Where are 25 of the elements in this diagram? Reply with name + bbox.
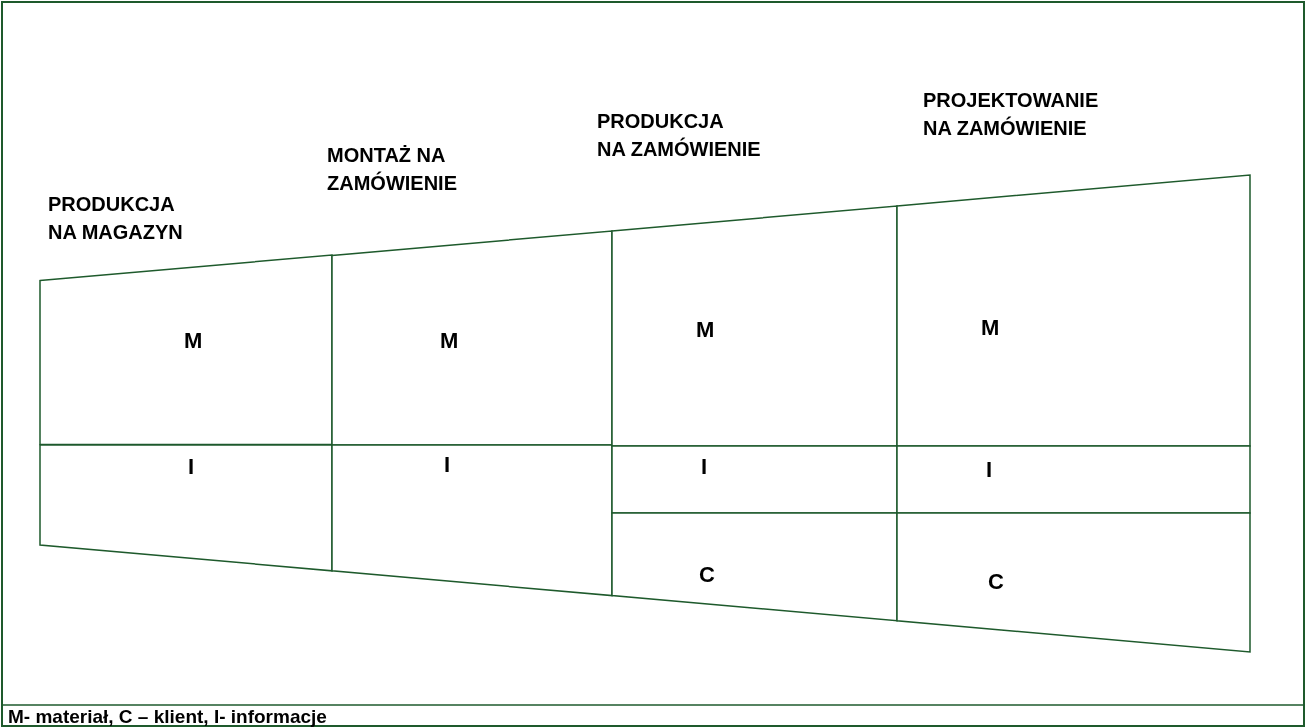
legend-note: M- materiał, C – klient, I- informacje bbox=[8, 706, 327, 727]
material-cell bbox=[40, 255, 332, 445]
cell-letter: I bbox=[986, 459, 993, 481]
cell-letter: C bbox=[699, 564, 715, 586]
information-cell bbox=[612, 446, 897, 513]
information-cell bbox=[897, 446, 1250, 513]
column-heading: PROJEKTOWANIE NA ZAMÓWIENIE bbox=[923, 88, 1099, 141]
client-cell bbox=[897, 513, 1250, 652]
cell-letter: M bbox=[981, 317, 1000, 339]
cell-letter: I bbox=[444, 454, 451, 476]
material-cell bbox=[332, 230, 612, 445]
information-cell bbox=[332, 445, 612, 596]
material-cell bbox=[897, 175, 1250, 446]
cell-letter: M bbox=[184, 330, 203, 352]
information-cell bbox=[40, 445, 332, 571]
column-heading: PRODUKCJA NA MAGAZYN bbox=[48, 192, 183, 245]
column-heading: PRODUKCJA NA ZAMÓWIENIE bbox=[597, 109, 761, 162]
cell-letter: C bbox=[988, 571, 1004, 593]
cell-letter: I bbox=[701, 456, 708, 478]
cell-letter: M bbox=[440, 330, 459, 352]
cell-letter: I bbox=[188, 456, 195, 478]
material-cell bbox=[612, 205, 897, 446]
cell-letter: M bbox=[696, 319, 715, 341]
column-heading: MONTAŻ NA ZAMÓWIENIE bbox=[327, 143, 457, 196]
client-cell bbox=[612, 513, 897, 621]
